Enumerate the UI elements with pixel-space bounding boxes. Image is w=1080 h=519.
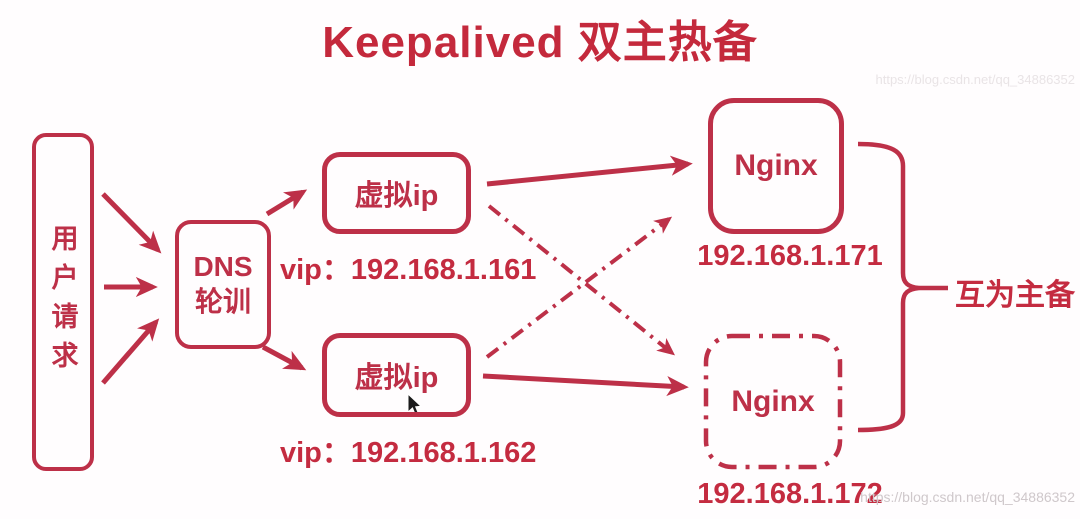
nginx-2-address: 192.168.1.172 bbox=[697, 478, 883, 510]
watermark-bottom: https://blog.csdn.net/qq_34886352 bbox=[860, 489, 1075, 505]
arrow-user-dns-3 bbox=[101, 318, 160, 385]
user-request-label: 用户请求 bbox=[47, 224, 78, 380]
dns-label-line2: 轮训 bbox=[194, 285, 251, 317]
dns-label-line1: DNS bbox=[193, 251, 253, 283]
mutual-backup-bracket bbox=[857, 141, 920, 433]
page-title: Keepalived 双主热备 bbox=[322, 18, 758, 67]
nginx-1-address: 192.168.1.171 bbox=[697, 240, 883, 272]
arrow-vip1-nginx1 bbox=[486, 155, 693, 187]
mutual-master-backup-label: 互为主备 bbox=[955, 279, 1075, 312]
virtual-ip-1-node: 虚拟ip bbox=[322, 152, 471, 234]
arrow-vip2-nginx2 bbox=[482, 373, 689, 397]
user-request-node: 用户请求 bbox=[32, 133, 94, 471]
dns-round-robin-node: DNS 轮训 bbox=[175, 220, 271, 349]
vip-2-address: vip：192.168.1.162 bbox=[280, 437, 537, 469]
nginx-2-label: Nginx bbox=[731, 384, 815, 418]
nginx2-box-border bbox=[703, 333, 843, 470]
arrow-vip2-nginx1-dashdot bbox=[485, 216, 673, 359]
nginx-1-label: Nginx bbox=[734, 149, 818, 182]
nginx-2-node: Nginx bbox=[705, 335, 841, 468]
arrow-dns-vip2 bbox=[261, 344, 307, 371]
virtual-ip-2-node: 虚拟ip bbox=[322, 333, 471, 417]
arrow-vip1-nginx2-dashdot bbox=[487, 204, 676, 356]
virtual-ip-2-label: 虚拟ip bbox=[354, 362, 439, 394]
arrow-user-dns-1 bbox=[101, 192, 162, 254]
virtual-ip-1-label: 虚拟ip bbox=[354, 180, 439, 212]
nginx-1-node: Nginx bbox=[708, 98, 844, 234]
vip-1-address: vip：192.168.1.161 bbox=[280, 254, 537, 286]
watermark-top: https://blog.csdn.net/qq_34886352 bbox=[875, 72, 1076, 87]
arrow-dns-vip1 bbox=[265, 189, 308, 217]
